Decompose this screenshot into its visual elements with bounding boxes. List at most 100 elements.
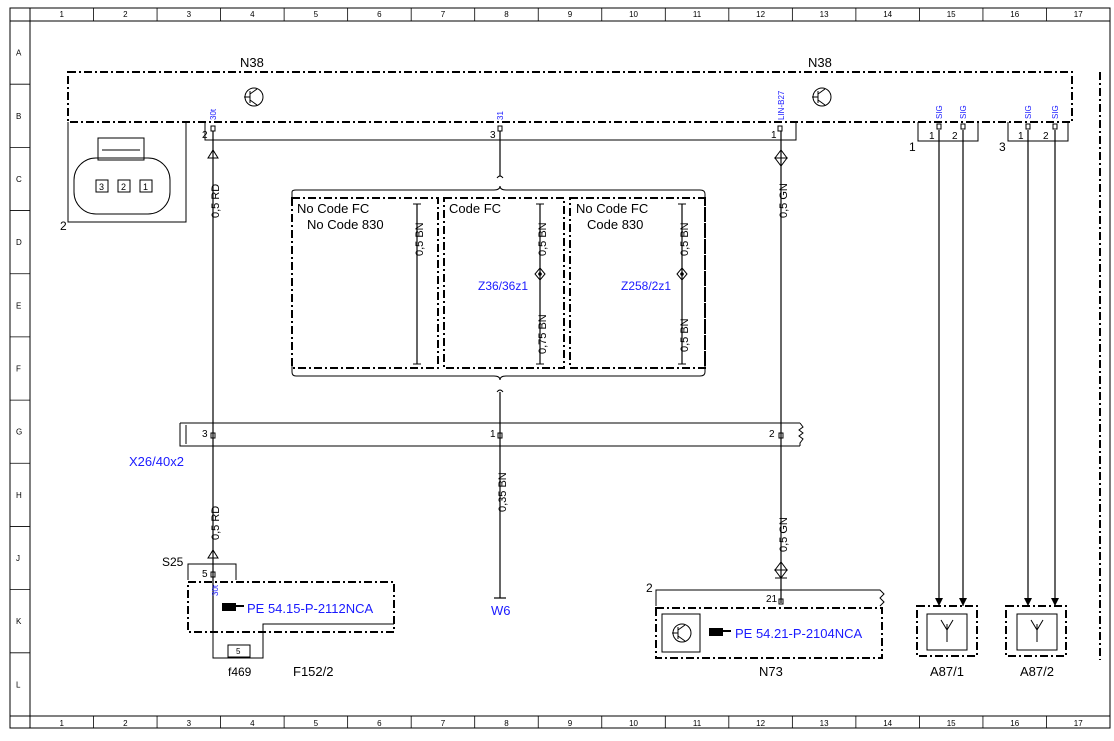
wire-label-0-5-bn-left: 0,5 BN [414,222,426,256]
column-number: 10 [629,10,638,19]
wire-label-0-75-bn-mid: 0,75 BN [537,314,549,354]
fuse-label: f469 [228,665,252,679]
column-number: 17 [1074,10,1083,19]
s25-pin-label: 30t [211,584,220,596]
fuse-f469 [212,623,394,659]
variant-right-line1: No Code FC [576,201,648,216]
x26-pin-3: 3 [202,429,208,440]
ground-w6-label: W6 [491,603,511,618]
fuse-pin-number: 5 [236,647,241,656]
f152-2-label: F152/2 [293,664,333,679]
row-letter: H [16,491,22,500]
x26-pin-2: 2 [769,429,775,440]
column-number: 7 [441,719,446,728]
row-letter: F [16,365,21,374]
s25-reference-link[interactable]: PE 54.15-P-2112NCA [247,601,374,616]
wire-label-0-5-gn-upper: 0,5 GN [778,183,790,218]
wire-label-0-5-bn-right-1: 0,5 BN [679,222,691,256]
column-number: 16 [1010,10,1019,19]
wire-label-0-5-bn-mid: 0,5 BN [537,222,549,256]
n38-label-right: N38 [808,55,832,70]
row-letter: L [16,680,21,689]
n38-module-box [67,71,1073,123]
connector-plug-icon [67,122,187,223]
wire-label-0-5-bn-right-2: 0,5 BN [679,318,691,352]
pin-number: 1 [771,130,777,141]
pointing-hand-icon [222,603,244,611]
column-number: 12 [756,10,765,19]
group-3-sig-b: SIG [1051,105,1060,119]
row-letter: A [16,49,22,58]
column-number: 4 [250,719,255,728]
s25-label: S25 [162,555,184,569]
wire-rd [207,131,219,632]
group-1-number: 1 [909,140,916,154]
splice-z258-label: Z258/2z1 [621,279,671,293]
antenna-a87-2 [1005,605,1067,657]
column-number: 9 [568,719,573,728]
column-number: 2 [123,10,128,19]
sig-connector-group-1 [917,122,979,142]
n73-label: N73 [759,664,783,679]
variant-left-line2: No Code 830 [307,217,384,232]
pin-lin-b27-label: LIN-B27 [777,90,786,120]
plug-connector-number: 2 [60,219,67,233]
column-number: 14 [883,10,892,19]
n73-reference-link[interactable]: PE 54.21-P-2104NCA [735,626,863,641]
column-number: 4 [250,10,255,19]
sig-connector-group-3 [1007,122,1069,142]
column-number: 16 [1010,719,1019,728]
column-number: 1 [60,719,65,728]
variant-wire-mid [534,203,546,365]
transistor-icon [661,613,701,653]
column-number: 10 [629,719,638,728]
column-number: 7 [441,10,446,19]
wire-label-0-35-bn: 0,35 BN [497,472,509,512]
column-number: 1 [60,10,65,19]
wire-gn [774,131,788,603]
pin-number: 2 [202,130,208,141]
s25-pin-number: 5 [202,569,208,580]
a87-2-label: A87/2 [1020,664,1054,679]
sig-wires [935,130,1059,606]
x26-label: X26/40x2 [129,454,184,469]
wire-label-0-5-rd-upper: 0,5 RD [210,184,222,218]
column-number: 3 [187,719,192,728]
a87-1-label: A87/1 [930,664,964,679]
pin-30t-label: 30t [209,108,218,120]
group-3-pin-a: 1 [1018,131,1024,142]
column-number: 11 [693,10,702,19]
connector-x26-40x2 [179,422,804,447]
n73-pin-number: 21 [766,594,778,605]
column-number: 15 [947,10,956,19]
column-number: 12 [756,719,765,728]
column-number: 11 [693,719,702,728]
sheet-frame [9,7,1111,729]
column-number: 3 [187,10,192,19]
variant-box [291,185,706,381]
f152-2-box [187,581,395,633]
column-number: 17 [1074,719,1083,728]
row-letter: G [16,428,22,437]
column-number: 8 [504,719,509,728]
row-letter: D [16,238,22,247]
wire-label-0-5-rd-lower: 0,5 RD [210,506,222,540]
group-3-sig-a: SIG [1024,105,1033,119]
x26-pin-1: 1 [490,429,496,440]
column-number: 5 [314,719,319,728]
group-3-pin-b: 2 [1043,131,1049,142]
row-letter: K [16,617,22,626]
splice-z36-label: Z36/36z1 [478,279,528,293]
group-1-sig-a: SIG [935,105,944,119]
variant-left-line1: No Code FC [297,201,369,216]
plug-pin-3: 3 [99,182,104,192]
transistor-icon [244,87,264,107]
variant-right-line2: Code 830 [587,217,643,232]
row-letter: C [16,175,22,184]
plug-pin-2: 2 [121,182,126,192]
row-letter: E [16,301,21,310]
column-number: 8 [504,10,509,19]
